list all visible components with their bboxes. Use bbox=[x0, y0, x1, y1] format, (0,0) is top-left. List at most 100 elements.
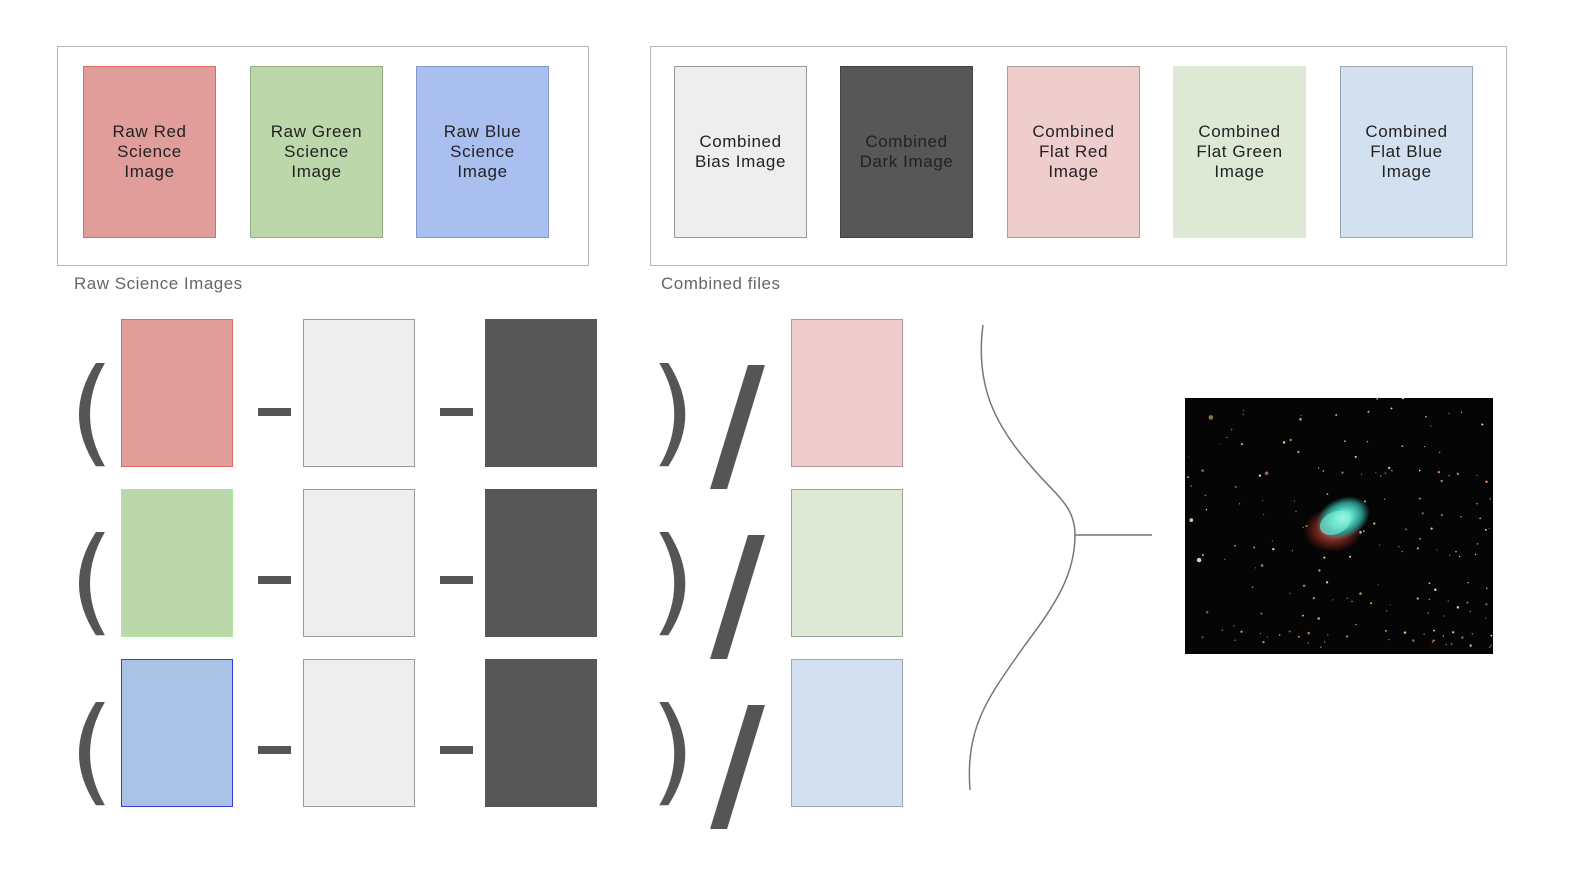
star bbox=[1307, 631, 1310, 635]
star bbox=[1361, 473, 1363, 475]
star bbox=[1282, 441, 1286, 444]
raw-science-panel: Raw Red Science Image Raw Green Science … bbox=[57, 46, 589, 266]
star bbox=[1456, 472, 1460, 476]
star bbox=[1418, 497, 1421, 500]
star bbox=[1401, 398, 1405, 400]
science-tile-green bbox=[121, 489, 233, 637]
star bbox=[1262, 499, 1264, 501]
star bbox=[1412, 639, 1415, 642]
star bbox=[1401, 445, 1404, 447]
star bbox=[1332, 599, 1334, 601]
combined-files-panel: Combined Bias Image Combined Dark Image … bbox=[650, 46, 1507, 266]
star bbox=[1354, 455, 1357, 458]
close-paren: ) bbox=[650, 513, 696, 648]
star bbox=[1318, 569, 1321, 572]
star bbox=[1335, 413, 1338, 416]
star bbox=[1460, 411, 1463, 414]
star bbox=[1384, 472, 1387, 474]
star bbox=[1234, 545, 1236, 547]
star bbox=[1251, 586, 1254, 589]
star bbox=[1476, 502, 1478, 505]
star bbox=[1401, 550, 1403, 553]
star bbox=[1359, 592, 1362, 595]
star bbox=[1486, 587, 1488, 590]
star bbox=[1436, 549, 1438, 551]
star bbox=[1263, 514, 1265, 516]
star bbox=[1230, 428, 1233, 431]
star bbox=[1208, 415, 1214, 420]
combined-flat-blue-card: Combined Flat Blue Image bbox=[1340, 66, 1473, 238]
star bbox=[1489, 498, 1492, 500]
star bbox=[1317, 617, 1320, 620]
star bbox=[1442, 635, 1445, 637]
star bbox=[1234, 639, 1236, 641]
star bbox=[1272, 547, 1275, 551]
star bbox=[1278, 634, 1281, 636]
star bbox=[1485, 603, 1488, 606]
star bbox=[1418, 469, 1421, 472]
dark-tile bbox=[485, 489, 597, 637]
star bbox=[1325, 581, 1329, 584]
minus-sign bbox=[258, 408, 291, 416]
star bbox=[1386, 610, 1388, 612]
star bbox=[1428, 598, 1430, 600]
star bbox=[1485, 617, 1487, 619]
minus-sign bbox=[258, 746, 291, 754]
star bbox=[1373, 522, 1376, 525]
bias-tile bbox=[303, 489, 415, 637]
combined-flat-green-card: Combined Flat Green Image bbox=[1173, 66, 1306, 238]
flat-tile-red bbox=[791, 319, 903, 467]
star bbox=[1297, 450, 1300, 454]
combined-dark-card: Combined Dark Image bbox=[840, 66, 973, 238]
star bbox=[1317, 467, 1320, 469]
star bbox=[1456, 606, 1460, 609]
minus-sign bbox=[440, 576, 473, 584]
open-paren: ( bbox=[69, 683, 115, 818]
star bbox=[1428, 582, 1431, 585]
star bbox=[1187, 476, 1190, 479]
star bbox=[1262, 641, 1265, 644]
combined-flat-red-card: Combined Flat Red Image bbox=[1007, 66, 1140, 238]
star bbox=[1474, 553, 1477, 556]
star bbox=[1240, 442, 1244, 446]
star bbox=[1467, 582, 1469, 584]
star bbox=[1295, 510, 1297, 513]
star bbox=[1289, 592, 1291, 595]
star bbox=[1388, 638, 1390, 641]
star bbox=[1289, 438, 1292, 442]
science-tile-red bbox=[121, 319, 233, 467]
star bbox=[1390, 407, 1393, 410]
star bbox=[1327, 634, 1329, 636]
star bbox=[1375, 472, 1377, 474]
flat-tile-blue bbox=[791, 659, 903, 807]
star bbox=[1346, 635, 1348, 638]
star bbox=[1449, 554, 1451, 556]
star bbox=[1440, 479, 1443, 483]
star bbox=[1291, 550, 1294, 552]
raw-green-card: Raw Green Science Image bbox=[250, 66, 383, 238]
star bbox=[1438, 451, 1441, 453]
star bbox=[1196, 557, 1202, 563]
star bbox=[1266, 636, 1269, 638]
star bbox=[1423, 633, 1425, 635]
combined-bias-card: Combined Bias Image bbox=[674, 66, 807, 238]
star bbox=[1421, 512, 1424, 515]
star bbox=[1366, 440, 1369, 443]
star bbox=[1387, 466, 1391, 470]
bias-tile bbox=[303, 659, 415, 807]
star bbox=[1226, 436, 1228, 438]
minus-sign bbox=[258, 576, 291, 584]
raw-panel-caption: Raw Science Images bbox=[74, 274, 243, 293]
star bbox=[1324, 641, 1326, 643]
star bbox=[1233, 625, 1235, 627]
star bbox=[1260, 632, 1262, 634]
combined-panel-caption: Combined files bbox=[661, 274, 781, 293]
star bbox=[1378, 544, 1381, 546]
star bbox=[1391, 469, 1393, 472]
star bbox=[1312, 597, 1315, 600]
star bbox=[1377, 584, 1379, 586]
science-tile-blue bbox=[121, 659, 233, 807]
star bbox=[1355, 623, 1357, 626]
star bbox=[1254, 567, 1256, 569]
star bbox=[1427, 612, 1429, 614]
